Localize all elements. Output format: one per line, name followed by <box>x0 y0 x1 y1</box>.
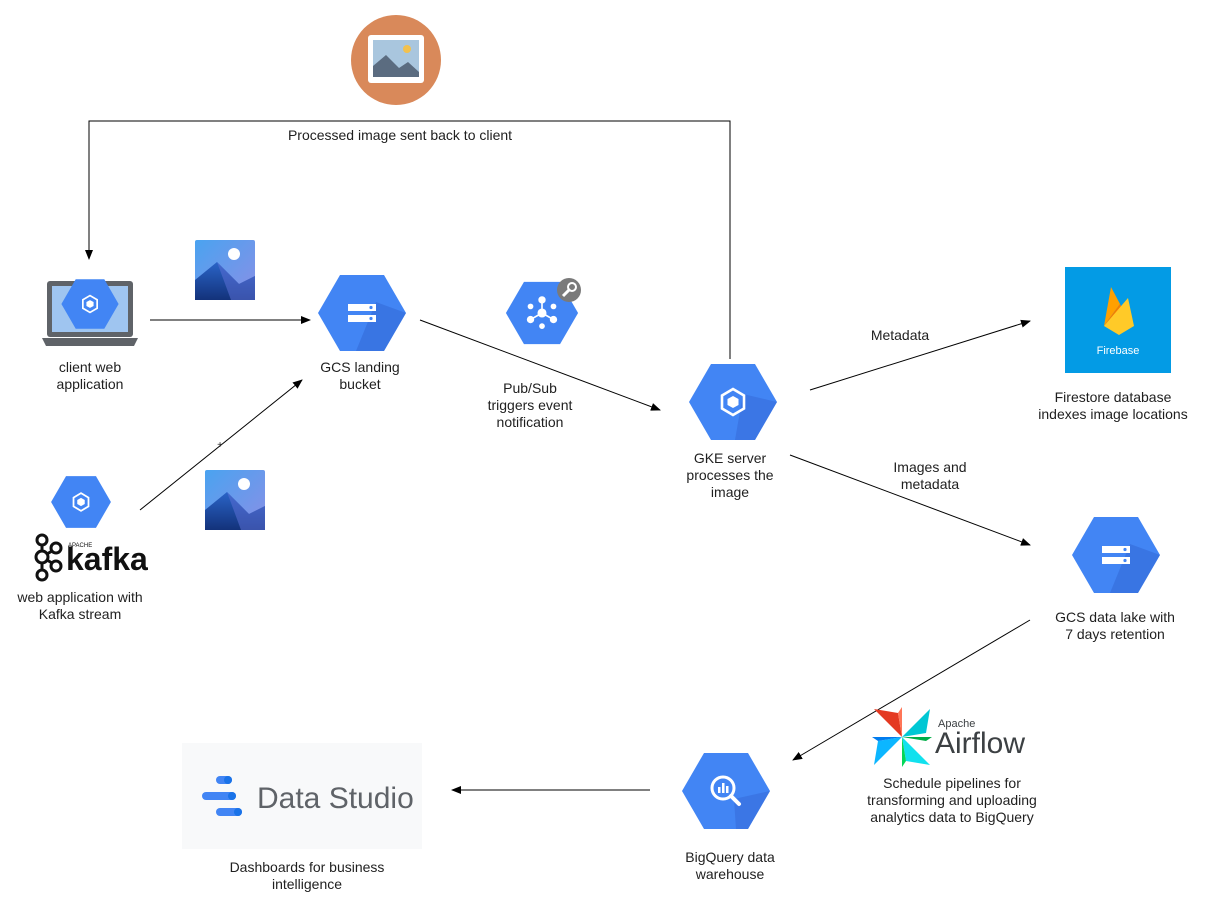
gke-label-1: GKE server <box>694 450 767 466</box>
bigquery-label-1: BigQuery data <box>685 849 775 865</box>
gcs-data-lake-icon <box>1072 517 1160 593</box>
pubsub-icon <box>505 281 579 345</box>
bigquery-icon <box>682 753 770 829</box>
datastudio-label-1: Dashboards for business <box>230 859 385 875</box>
edge-gke-to-firestore <box>809 319 1031 391</box>
airflow-label-1: Schedule pipelines for <box>883 775 1021 791</box>
pubsub-label-1: Pub/Sub <box>503 380 557 396</box>
firebase-icon <box>1065 267 1171 373</box>
edge-label-images-metadata-2: metadata <box>901 476 960 492</box>
edge-label-kafka-plus: + <box>217 440 223 451</box>
wrench-badge-icon <box>557 278 581 302</box>
gke-label-3: image <box>711 484 749 500</box>
firestore-label-2: indexes image locations <box>1038 406 1187 422</box>
kafka-app-label-2: Kafka stream <box>39 606 121 622</box>
pubsub-label-3: notification <box>497 414 564 430</box>
airflow-logo-caption: Apache <box>938 718 975 730</box>
pubsub-label-2: triggers event <box>488 397 573 413</box>
kafka-app-label-1: web application with <box>16 589 142 605</box>
datastudio-label-2: intelligence <box>272 876 342 892</box>
gcs-lake-label-2: 7 days retention <box>1065 626 1165 642</box>
gke-icon-kafka <box>51 476 111 528</box>
airflow-logo-text: Airflow <box>935 727 1025 760</box>
datastudio-icon <box>202 776 242 816</box>
edge-gcs-to-gke <box>419 319 661 411</box>
processed-image-icon <box>351 15 441 105</box>
gke-label-2: processes the <box>686 467 773 483</box>
image-icon-upper <box>195 240 255 300</box>
edge-label-metadata: Metadata <box>871 327 930 343</box>
airflow-label-3: analytics data to BigQuery <box>870 809 1033 825</box>
edge-gke-to-lake <box>789 454 1031 546</box>
client-app-label-1: client web <box>59 359 121 375</box>
edge-label-feedback: Processed image sent back to client <box>288 127 512 143</box>
gcs-landing-label-1: GCS landing <box>320 359 399 375</box>
kafka-logo-icon <box>34 533 63 582</box>
edge-label-images-metadata-1: Images and <box>893 459 966 475</box>
firestore-label-1: Firestore database <box>1055 389 1172 405</box>
client-app-label-2: application <box>57 376 124 392</box>
edge-kafka-to-gcs <box>139 379 303 511</box>
image-icon-lower <box>205 470 265 530</box>
gke-server-icon <box>689 364 777 440</box>
airflow-pinwheel-icon <box>872 707 932 767</box>
edge-lake-to-bigquery <box>792 619 1031 761</box>
gcs-lake-label-1: GCS data lake with <box>1055 609 1175 625</box>
kafka-logo-caption: APACHE <box>68 543 92 549</box>
datastudio-logo-text: Data Studio <box>257 782 414 815</box>
firebase-logo-text: Firebase <box>1097 345 1140 357</box>
kafka-logo-text: kafka <box>66 541 148 577</box>
gcs-landing-icon <box>318 275 406 351</box>
gcs-landing-label-2: bucket <box>339 376 380 392</box>
bigquery-label-2: warehouse <box>695 866 765 882</box>
edge-feedback <box>85 120 731 359</box>
airflow-label-2: transforming and uploading <box>867 792 1037 808</box>
